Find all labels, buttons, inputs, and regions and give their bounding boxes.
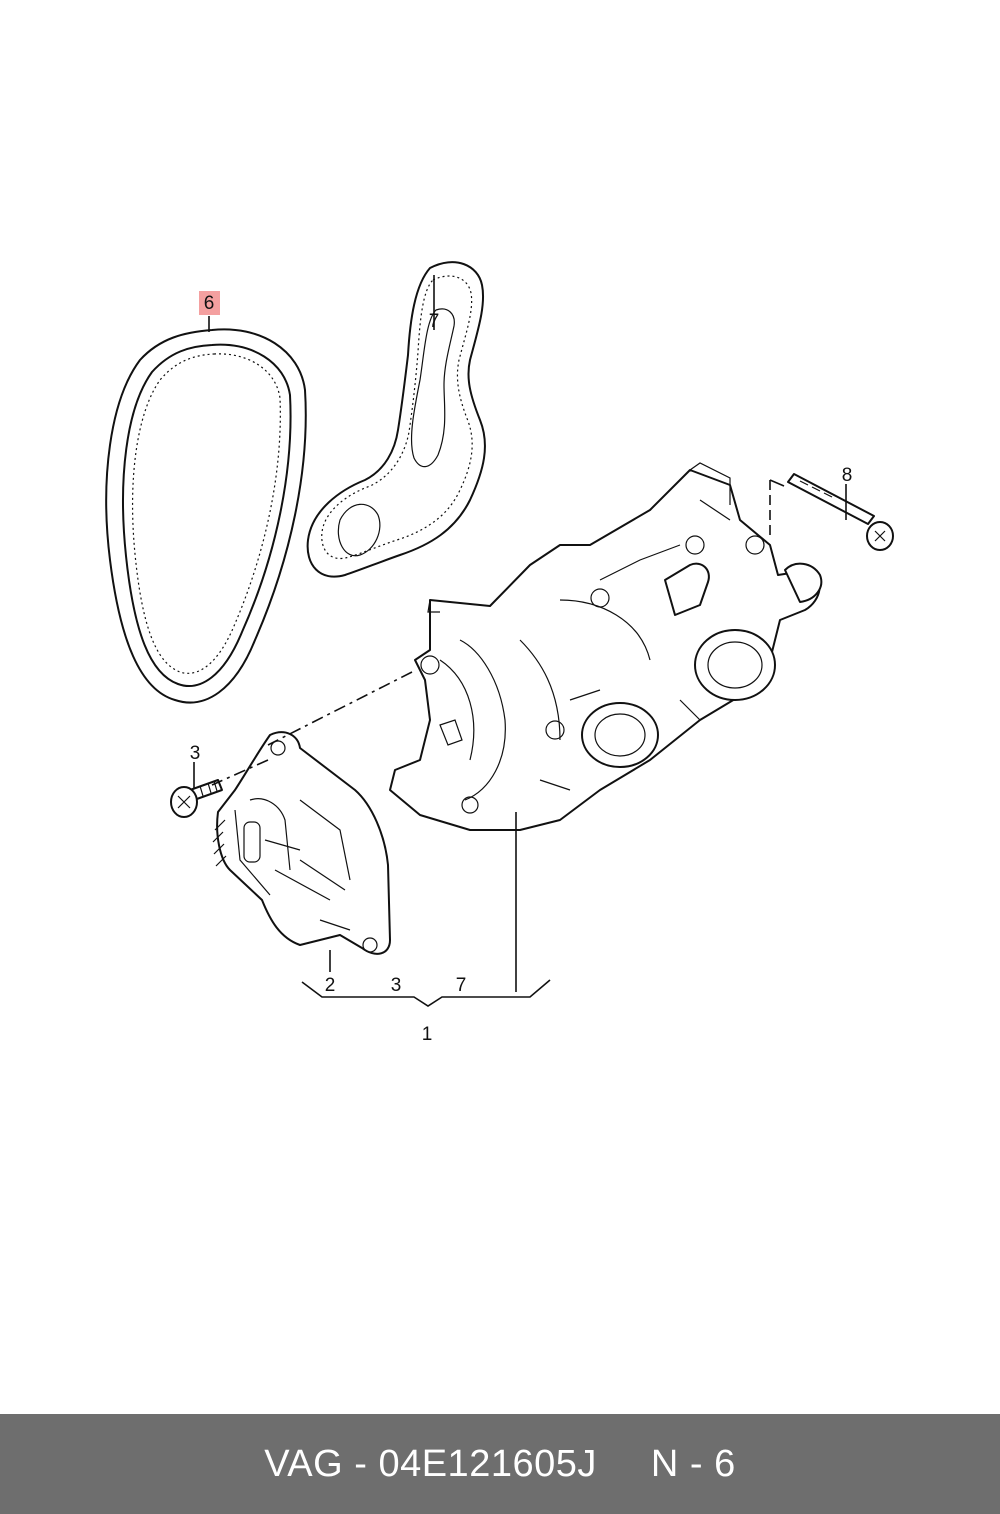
callout-8: 8 (842, 465, 853, 486)
callout-7-bottom: 7 (456, 975, 467, 996)
footer-bar: VAG - 04E121605J N - 6 (0, 1414, 1000, 1514)
leader-lines (193, 275, 847, 1007)
part-number: VAG - 04E121605J (264, 1442, 597, 1485)
callout-3-left: 3 (190, 743, 201, 764)
gasket-seal-part[interactable] (306, 261, 486, 578)
exploded-parts-diagram: 6 7 8 3 2 3 7 1 (105, 261, 894, 1045)
short-bolt-part[interactable] (170, 779, 223, 818)
pump-housing-module-part[interactable] (212, 731, 391, 955)
callout-3-bottom: 3 (391, 975, 402, 996)
callout-1: 1 (422, 1024, 433, 1045)
water-pump-housing-part[interactable] (389, 462, 823, 831)
callout-2: 2 (325, 975, 336, 996)
item-ref: N - 6 (650, 1442, 736, 1485)
long-bolt-part[interactable] (787, 473, 894, 551)
callout-6-highlight (199, 291, 220, 315)
callout-6: 6 (204, 293, 215, 314)
callout-7-top: 7 (429, 311, 440, 332)
timing-belt-part[interactable] (105, 328, 307, 704)
